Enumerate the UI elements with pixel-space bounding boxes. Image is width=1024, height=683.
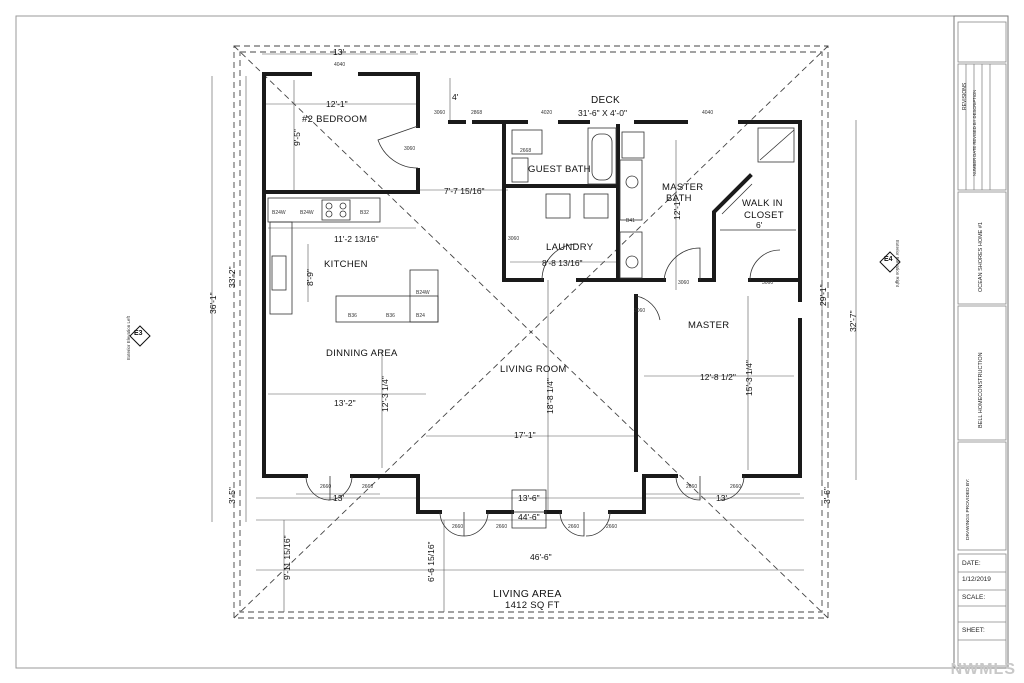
door-label: 2660 <box>496 524 508 530</box>
cabinet-label: B36 <box>386 313 395 319</box>
dim-left-inner: 33'-2" <box>227 266 237 288</box>
dim-top-13: 13' <box>333 47 345 57</box>
door-label: 2660 <box>730 484 742 490</box>
dim-porch-13: 13'-6" <box>518 493 540 503</box>
revisions-header: REVISIONS <box>962 82 968 110</box>
sheet-label: SHEET: <box>962 627 985 634</box>
elevation-right-tag: E4 <box>884 256 893 263</box>
kitchen-label: KITCHEN <box>324 259 368 270</box>
window-label: 4040 <box>702 110 714 116</box>
door-label: 3060 <box>434 110 446 116</box>
walls <box>262 72 802 514</box>
dim-left-9: 9'-11 15/16" <box>282 535 292 580</box>
dim-right-inner: 29'-1" <box>818 284 828 306</box>
door-label: 2660 <box>320 484 332 490</box>
walk-in-label-1: WALK IN <box>742 198 783 209</box>
dim-kitchen-depth: 8'-9" <box>305 269 315 286</box>
door-label: 2868 <box>471 110 483 116</box>
master-label: MASTER <box>688 320 730 331</box>
deck-label: DECK <box>591 95 620 106</box>
dim-porch-44: 44'-6" <box>518 512 540 522</box>
dim-hall: 7'-7 15/16" <box>444 186 485 196</box>
date-label: DATE: <box>962 560 981 567</box>
elevation-left-text: Exterior Elevation Left <box>126 315 131 360</box>
door-label: 3060 <box>762 280 774 286</box>
project-name: OCEAN SHORES HOME #1 <box>978 222 984 292</box>
dim-bed-depth: 9'-5" <box>292 129 302 146</box>
dim-bottom-right-13: 13' <box>716 493 728 503</box>
cabinet-label: B24W <box>272 210 286 216</box>
bedroom2-label: #2 BEDROOM <box>302 114 368 125</box>
window-label: 4040 <box>334 62 346 68</box>
nwmls-watermark: NWMLS <box>950 661 1016 678</box>
door-label: 2660 <box>452 524 464 530</box>
door-label: 2660 <box>606 524 618 530</box>
dim-master-depth: 15'-3 1/4" <box>744 360 754 396</box>
revisions-columns: NUMBER DATE REVISED BY DESCRIPTION <box>972 89 977 176</box>
dining-label: DINNING AREA <box>326 348 398 359</box>
dim-dining-depth: 12'-3 1/4" <box>380 376 390 412</box>
elevation-markers <box>129 251 901 347</box>
window-label: 4020 <box>541 110 553 116</box>
elevation-right-text: Exterior Elevation Right <box>895 240 900 288</box>
scale-label: SCALE: <box>962 594 986 601</box>
dim-living-width: 17'-1" <box>514 430 536 440</box>
date-value: 1/12/2019 <box>962 576 991 583</box>
cabinet-label: B36 <box>348 313 357 319</box>
door-label: 3060 <box>404 146 416 152</box>
dim-left-porch: 3'-5" <box>227 487 237 504</box>
door-label: 3060 <box>508 236 520 242</box>
dim-dining-width: 13'-2" <box>334 398 356 408</box>
dim-deck-4: 4' <box>452 92 459 102</box>
dim-laundry: 8'-8 13/16" <box>542 258 583 268</box>
elevation-left-tag: E3 <box>134 330 143 337</box>
laundry-label: LAUNDRY <box>546 242 594 253</box>
door-label: 2660 <box>686 484 698 490</box>
dim-kitchen-width: 11'-2 13/16" <box>334 234 379 244</box>
door-label: 3060 <box>634 308 646 314</box>
door-label: 3060 <box>678 280 690 286</box>
dim-master-width: 12'-8 1/2" <box>700 372 736 382</box>
cabinet-label: B24W <box>416 290 430 296</box>
dim-porch-6: 6'-6 15/16" <box>426 541 436 582</box>
cabinet-label: B32 <box>360 210 369 216</box>
door-label: 2660 <box>568 524 580 530</box>
door-swings <box>305 125 781 537</box>
dimension-lines <box>211 53 857 612</box>
dim-bottom-left-13: 13' <box>333 493 345 503</box>
living-area-sqft: 1412 SQ FT <box>505 600 560 611</box>
walk-in-dimension: 6' <box>756 220 763 230</box>
dim-living-depth: 18'-8 1/4" <box>545 378 555 414</box>
cabinet-label: B24W <box>300 210 314 216</box>
dim-bed-width: 12'-1" <box>326 99 348 109</box>
door-label: 2668 <box>520 148 532 154</box>
dim-right-porch: 3'-6" <box>822 487 832 504</box>
living-room-label: LIVING ROOM <box>500 364 567 375</box>
fixtures <box>267 127 796 513</box>
master-bath-label-1: MASTER <box>662 182 704 193</box>
dim-master-bath: 12'-1" <box>672 198 682 220</box>
company-name: BELL HOMECONSTRUCTION <box>978 352 984 428</box>
deck-dimension: 31'-6" X 4'-0" <box>578 108 627 118</box>
cabinet-label: B24 <box>416 313 425 319</box>
title-block-boxes <box>957 21 1007 667</box>
living-area-label: LIVING AREA <box>493 588 562 600</box>
walk-in-label-2: CLOSET <box>744 210 784 221</box>
master-bath-label-2: BATH <box>666 193 692 204</box>
drawings-provided-by: DRAWINGS PROVIDED BY: <box>966 478 971 540</box>
roof-outline <box>233 45 829 619</box>
title-block <box>953 15 1009 669</box>
dim-total-width: 46'-6" <box>530 552 552 562</box>
guest-bath-label: GUEST BATH <box>528 164 591 175</box>
dim-right-overall: 32'-7" <box>848 310 858 332</box>
dim-left-overall: 36'-1" <box>208 292 218 314</box>
door-label: 2660 <box>362 484 374 490</box>
cabinet-label: B41 <box>626 218 635 224</box>
